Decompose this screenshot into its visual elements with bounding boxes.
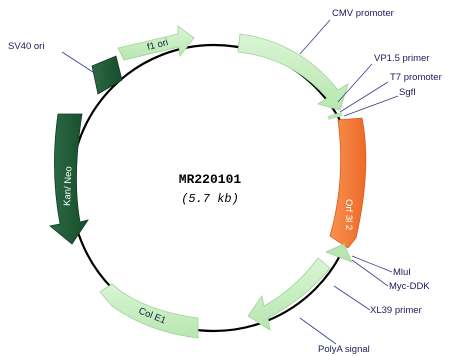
t7-tick — [327, 112, 343, 120]
myc-ddk-marker — [324, 243, 353, 263]
label-sv40-ori: SV40 ori — [8, 41, 44, 52]
kan-neo-segment — [49, 113, 89, 245]
label-sgfi: SgfI — [399, 87, 416, 98]
polya-segment — [247, 257, 331, 331]
col-e1-segment — [99, 283, 199, 339]
label-t7-promoter: T7 promoter — [390, 72, 442, 83]
f1-ori-label: f1 ori — [146, 37, 169, 53]
cmv-promoter-segment — [237, 33, 349, 111]
f1-ori-segment — [117, 25, 195, 61]
leader-lines — [61, 19, 399, 345]
label-polya-signal: PolyA signal — [318, 344, 370, 355]
orf-segment — [329, 117, 367, 249]
label-xl39-primer: XL39 primer — [370, 305, 422, 316]
sv40-ori-segment — [91, 55, 123, 95]
label-myc-ddk: Myc-DDK — [389, 281, 430, 292]
label-vp15-primer: VP1.5 primer — [374, 53, 429, 64]
plasmid-size: (5.7 kb) — [181, 192, 239, 206]
label-cmv-promoter: CMV promoter — [332, 8, 394, 19]
kan-neo-label: Kan/ Neo — [62, 166, 74, 206]
plasmid-name: MR220101 — [179, 172, 242, 187]
label-mlui: MluI — [393, 267, 411, 278]
orf-label: Orf 3l 2 — [343, 199, 354, 230]
